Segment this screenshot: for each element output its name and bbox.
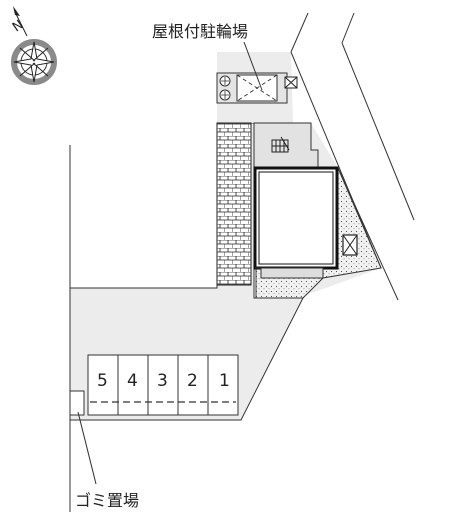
parking-space-number: 3 (157, 371, 168, 391)
north-arrow-icon (13, 6, 20, 16)
compass: N (10, 6, 57, 85)
bicycle-parking-leader (243, 41, 263, 91)
stairs-icon (271, 136, 290, 153)
compass-star-icon (13, 41, 55, 83)
parking-space-number: 1 (219, 371, 230, 391)
garbage-area (69, 390, 85, 416)
bicycle-parking-label: 屋根付駐輪場 (152, 22, 248, 41)
garbage-area-label: ゴミ置場 (75, 491, 139, 510)
parking-space-number: 2 (187, 371, 198, 391)
north-letter: N (10, 18, 27, 36)
building (253, 166, 339, 270)
building-inner-wall (258, 171, 334, 265)
garbage-area-leader (77, 411, 97, 485)
parking-space-number: 4 (127, 371, 138, 391)
brick-walkway (216, 122, 252, 286)
utility-box-icon (342, 234, 358, 256)
parking-spaces: 5 4 3 2 1 (87, 354, 239, 416)
bicycle-parking (216, 72, 298, 104)
parking-space-number: 5 (97, 371, 108, 391)
